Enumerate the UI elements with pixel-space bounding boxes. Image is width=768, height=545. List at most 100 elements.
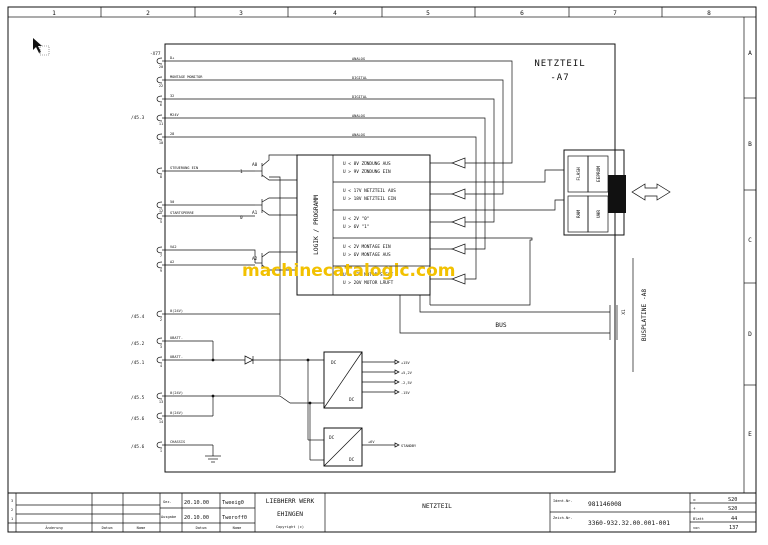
pin-name: STARTSPERRE bbox=[170, 211, 194, 215]
signal-analog-1: ANALOG bbox=[352, 57, 365, 61]
pin-name: 28 bbox=[170, 132, 174, 136]
bus-label: BUS bbox=[495, 322, 506, 329]
pin-number: 11 bbox=[159, 122, 163, 126]
rev-header-name: Name bbox=[137, 526, 146, 530]
column-label: 4 bbox=[333, 10, 337, 17]
bus-arrow-icon bbox=[631, 183, 671, 201]
row-label: C bbox=[748, 237, 752, 244]
pin-number: 2 bbox=[160, 318, 162, 322]
gez-name: Tweeig0 bbox=[222, 500, 244, 506]
column-label: 2 bbox=[146, 10, 150, 17]
connector-pin: 3 UBATT. bbox=[156, 336, 183, 349]
sheet-eq: = bbox=[693, 498, 696, 503]
pin-number: 8 bbox=[160, 175, 162, 179]
pin-name: 0(24V) bbox=[170, 309, 183, 313]
busplatine-label: BUSPLATINE -A8 bbox=[641, 289, 648, 341]
pin-name: VA2 bbox=[170, 245, 177, 249]
connector-label: -X77 bbox=[150, 51, 161, 57]
ausgabe-label: Ausgabe bbox=[161, 515, 176, 519]
mem-eeprom: EEPROM bbox=[596, 166, 602, 182]
row-label: E bbox=[748, 431, 752, 438]
logic-condition: U > 18V NETZTEIL EIN bbox=[343, 196, 396, 202]
mem-flash: FLASH bbox=[576, 167, 582, 181]
blatt-value: 44 bbox=[731, 516, 737, 522]
watermark: machinecatalogic.com bbox=[242, 261, 455, 281]
column-label: 3 bbox=[239, 10, 243, 17]
connector-pin: 11 M24V bbox=[156, 113, 179, 126]
blatt-label: Blatt bbox=[693, 517, 704, 521]
rev-num-1: 1 bbox=[11, 517, 13, 521]
datum-label: Datum bbox=[196, 526, 207, 530]
connector-pin: 20D+ bbox=[156, 56, 175, 69]
row-label: D bbox=[748, 331, 752, 338]
ident-number: 981146008 bbox=[588, 501, 622, 508]
ident-label: Ident-Nr. bbox=[553, 499, 572, 503]
pin-name: STEUERUNG EIN bbox=[170, 166, 198, 170]
pin-number: 7 bbox=[160, 254, 162, 258]
ref-45-6a: /45.6 bbox=[131, 416, 145, 422]
connector-pin: 4 UBATT. bbox=[156, 355, 183, 368]
dc1-in: DC bbox=[331, 360, 337, 366]
company-line2: EHINGEN bbox=[277, 511, 303, 518]
gez-label: Gez. bbox=[163, 500, 172, 504]
connector-pin: 130(24V) bbox=[156, 391, 183, 404]
logic-condition: U > 9V ZÜNDUNG EIN bbox=[343, 168, 391, 175]
pin-name: 32 bbox=[170, 94, 174, 98]
column-label: 1 bbox=[52, 10, 56, 17]
rev-num-2: 2 bbox=[11, 508, 13, 512]
ausgabe-date: 20.10.00 bbox=[184, 515, 209, 521]
connector-pin: 7 VA2 bbox=[156, 245, 177, 258]
zeich-number: 3360-932.32.00.001-001 bbox=[588, 520, 670, 527]
mem-uhr: UHR bbox=[596, 210, 602, 218]
pin-number: 14 bbox=[159, 420, 163, 424]
connector-pin: 9 A2 bbox=[156, 260, 174, 273]
transistor-num-0: 0 bbox=[240, 215, 243, 221]
connector-pin: 140(24V) bbox=[156, 411, 183, 424]
pin-number: 20 bbox=[159, 65, 163, 69]
pin-name: UBATT. bbox=[170, 355, 183, 359]
pin-number: 4 bbox=[160, 364, 162, 368]
logic-condition: U > 6V "1" bbox=[343, 224, 369, 230]
pin-name: M24V bbox=[170, 113, 179, 117]
logic-condition: U < 17V NETZTEIL AUS bbox=[343, 188, 396, 194]
sheet-plus-value: S20 bbox=[728, 506, 737, 512]
dc-out-1: +15V bbox=[401, 361, 410, 365]
logic-condition: U > 6V MONTAGE AUS bbox=[343, 252, 391, 258]
ausgabe-name: Tweroff0 bbox=[222, 515, 247, 521]
sheet-title: NETZTEIL bbox=[422, 503, 452, 510]
signal-analog-2: ANALOG bbox=[352, 114, 365, 118]
mem-ram: RAM bbox=[576, 210, 582, 218]
pin-number: 9 bbox=[160, 269, 162, 273]
column-label: 8 bbox=[707, 10, 711, 17]
signal-digital-2: DIGITAL bbox=[352, 95, 367, 99]
pin-number: 10 bbox=[159, 141, 163, 145]
pin-name: UBATT. bbox=[170, 336, 183, 340]
zeich-label: Zeich-Nr. bbox=[553, 516, 572, 520]
pin-name: A2 bbox=[170, 260, 174, 264]
connector-pin: 632 bbox=[156, 94, 174, 107]
transistor-a2: A2 bbox=[252, 256, 258, 262]
row-label: A bbox=[748, 50, 752, 57]
ref-45-5: /45.5 bbox=[131, 395, 145, 401]
bus-x1: X1 bbox=[621, 309, 627, 315]
dc-out-4: -15V bbox=[401, 391, 410, 395]
dc2-out: DC bbox=[349, 457, 355, 463]
rev-header-change: Änderung bbox=[45, 525, 62, 530]
signal-analog-3: ANALOG bbox=[352, 133, 365, 137]
dc-converter-2 bbox=[323, 427, 363, 467]
signal-digital-1: DIGITAL bbox=[352, 76, 367, 80]
logic-condition: U < 8V ZÜNDUNG AUS bbox=[343, 160, 391, 167]
name-label: Name bbox=[233, 526, 242, 530]
transistor-num-1: 1 bbox=[240, 169, 243, 175]
column-label: 6 bbox=[520, 10, 524, 17]
dc-converter-1 bbox=[323, 351, 363, 409]
pin-name: 50 bbox=[170, 200, 174, 204]
sheet-eq-value: S20 bbox=[728, 497, 737, 503]
unit-subtitle: -A7 bbox=[550, 73, 569, 83]
pin-number: 3 bbox=[160, 345, 162, 349]
